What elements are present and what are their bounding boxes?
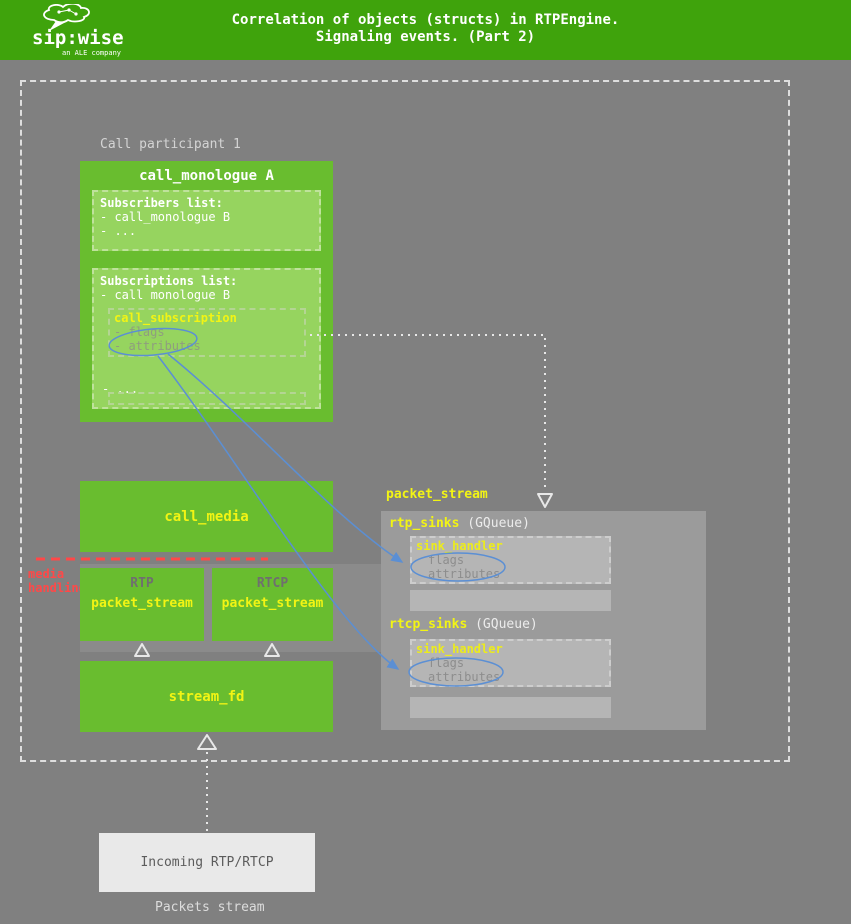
rtp-sinks-row: rtp_sinks (GQueue) bbox=[389, 516, 530, 531]
rtcp-packet-stream-box: RTCP packet_stream bbox=[212, 568, 333, 641]
next-subscription-placeholder-box bbox=[108, 392, 306, 405]
header-title: Correlation of objects (structs) in RTPE… bbox=[0, 12, 851, 46]
rtp-sink-placeholder-box bbox=[410, 590, 611, 611]
rtcp-sink-placeholder-box bbox=[410, 697, 611, 718]
call-media-title: call_media bbox=[164, 508, 249, 525]
rtp-sink-handler-flags: flags bbox=[428, 553, 465, 567]
call-participant-label: Call participant 1 bbox=[100, 137, 241, 152]
rtcp-sink-handler-attributes: attributes bbox=[428, 670, 501, 684]
call-subscription-attributes: - attributes bbox=[114, 339, 201, 353]
packets-stream-label: Packets stream bbox=[155, 900, 265, 915]
stream-fd-box: stream_fd bbox=[80, 661, 333, 732]
subscribers-list-box: Subscribers list: - call_monologue B - .… bbox=[92, 190, 321, 251]
rtp-proto-label: RTP bbox=[130, 576, 154, 591]
header-bar: sip:wise an ALE company Correlation of o… bbox=[0, 0, 851, 60]
call-subscription-title: call_subscription bbox=[114, 311, 237, 325]
call-subscription-box: call_subscription - flags - attributes bbox=[108, 308, 306, 357]
call-monologue-title: call_monologue A bbox=[139, 168, 274, 184]
rtp-sink-handler-attributes: attributes bbox=[428, 567, 501, 581]
title-line-2: Signaling events. (Part 2) bbox=[315, 29, 536, 45]
rtp-sinks-label: rtp_sinks bbox=[389, 516, 460, 531]
incoming-rtp-rtcp-title: Incoming RTP/RTCP bbox=[140, 855, 274, 870]
rtcp-proto-label: RTCP bbox=[256, 576, 289, 591]
subscriptions-list-box: Subscriptions list: - call monologue B c… bbox=[92, 268, 321, 409]
logo-cloud-tail bbox=[49, 21, 66, 31]
incoming-rtp-rtcp-box: Incoming RTP/RTCP bbox=[99, 833, 315, 892]
logo-brand-text: sip:wise bbox=[32, 27, 124, 49]
logo-tagline-text: an ALE company bbox=[62, 49, 121, 57]
logo-cloud bbox=[43, 4, 90, 24]
packet-stream-detail-panel: rtp_sinks (GQueue) sink_handler flags at… bbox=[381, 511, 706, 730]
sipwise-logo: sip:wise an ALE company bbox=[32, 4, 124, 57]
subscribers-item: - ... bbox=[100, 224, 137, 238]
rtcp-sink-handler-box: sink_handler flags attributes bbox=[410, 639, 611, 687]
outer-boundary bbox=[20, 80, 790, 762]
rtp-sink-handler-box: sink_handler flags attributes bbox=[410, 536, 611, 584]
rtcp-sinks-row: rtcp_sinks (GQueue) bbox=[389, 617, 538, 632]
rtp-sink-handler-title: sink_handler bbox=[416, 539, 503, 553]
rtcp-sink-handler-flags: flags bbox=[428, 656, 465, 670]
title-line-1: Correlation of objects (structs) in RTPE… bbox=[231, 12, 620, 28]
rtcp-sink-handler-title: sink_handler bbox=[416, 642, 503, 656]
call-monologue-box: call_monologue A Subscribers list: - cal… bbox=[80, 161, 333, 422]
call-subscription-flags: - flags bbox=[114, 325, 165, 339]
subscriptions-item: - call monologue B bbox=[100, 288, 231, 302]
stream-fd-title: stream_fd bbox=[168, 688, 245, 705]
media-handling-label: media handling bbox=[28, 567, 86, 595]
rtcp-packet-stream-title: packet_stream bbox=[221, 596, 324, 611]
rtp-packet-stream-box: RTP packet_stream bbox=[80, 568, 204, 641]
call-media-box: call_media bbox=[80, 481, 333, 552]
rtp-sinks-type: (GQueue) bbox=[467, 516, 530, 531]
rtcp-sinks-label: rtcp_sinks bbox=[389, 617, 468, 632]
packet-stream-detail-label: packet_stream bbox=[386, 487, 488, 502]
subscriptions-title: Subscriptions list: bbox=[100, 274, 238, 288]
subscribers-item: - call_monologue B bbox=[100, 210, 231, 224]
rtp-packet-stream-title: packet_stream bbox=[91, 596, 193, 611]
subscribers-title: Subscribers list: bbox=[100, 196, 223, 210]
rtcp-sinks-type: (GQueue) bbox=[475, 617, 538, 632]
